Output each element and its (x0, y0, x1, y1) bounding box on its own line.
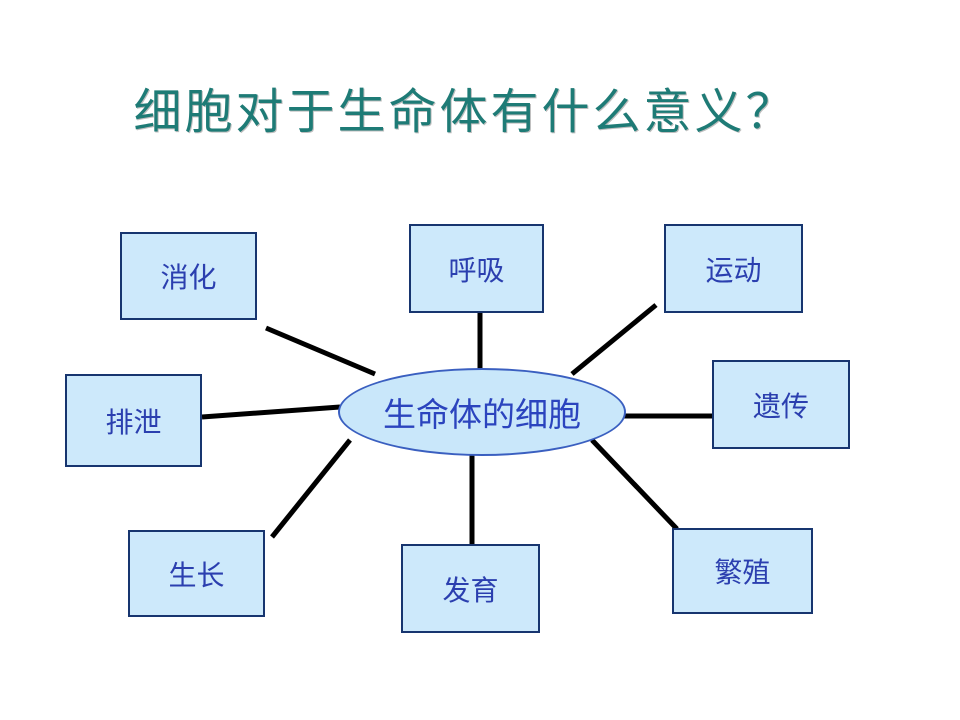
connector-growth (270, 438, 352, 539)
node-movement-label: 运动 (705, 255, 762, 287)
hub-label: 生命体的细胞 (383, 398, 581, 434)
node-development-label: 发育 (442, 575, 499, 607)
node-growth: 生长 (128, 530, 265, 617)
node-development: 发育 (401, 544, 540, 633)
connector-movement (570, 303, 658, 376)
node-respiration-label: 呼吸 (448, 255, 505, 287)
connector-excretion (201, 404, 341, 420)
node-excretion: 排泄 (65, 374, 202, 467)
node-excretion-label: 排泄 (105, 407, 162, 439)
connector-digestion (265, 325, 376, 377)
node-heredity: 遗传 (712, 360, 850, 449)
node-movement: 运动 (664, 224, 803, 313)
node-digestion: 消化 (120, 232, 257, 320)
node-respiration: 呼吸 (409, 224, 544, 313)
connector-reproduction (590, 438, 679, 531)
hub-ellipse: 生命体的细胞 (338, 368, 626, 456)
node-growth-label: 生长 (168, 560, 225, 592)
node-digestion-label: 消化 (160, 263, 217, 294)
node-heredity-label: 遗传 (752, 391, 809, 423)
node-reproduction-label: 繁殖 (714, 558, 771, 589)
slide-title: 细胞对于生命体有什么意义？ (133, 86, 797, 139)
node-reproduction: 繁殖 (672, 528, 813, 614)
